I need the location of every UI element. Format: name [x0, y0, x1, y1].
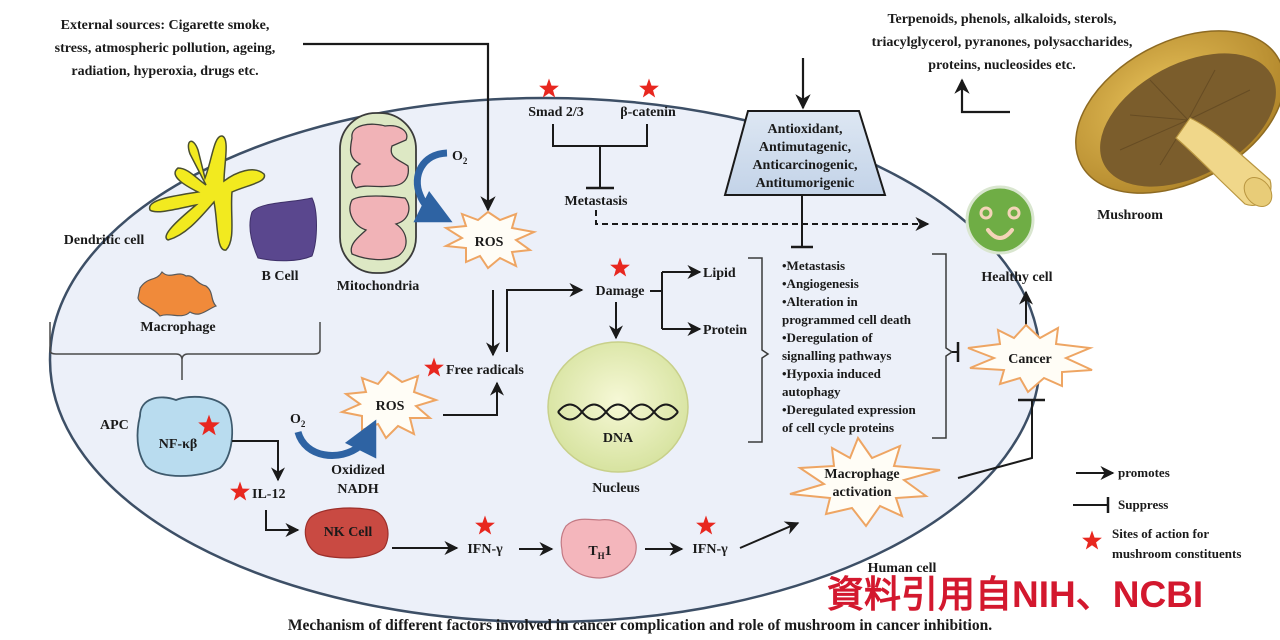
legend-promotes-label: promotes — [1118, 465, 1170, 480]
free-radicals-to-damage-arrow — [506, 283, 584, 352]
legend-sites-label-1: Sites of action for — [1112, 526, 1209, 541]
hallmarks-left-brace — [748, 257, 770, 443]
nadh-label: NADH — [337, 482, 378, 497]
star-marker-smad — [539, 78, 559, 98]
mushroom-illustration — [1075, 30, 1280, 207]
svg-text:radiation, hyperoxia, drugs et: radiation, hyperoxia, drugs etc. — [71, 64, 258, 79]
macrophage-label: Macrophage — [140, 320, 215, 335]
apc-label: APC — [100, 418, 129, 433]
legend-sites-label-2: mushroom constituents — [1112, 546, 1241, 561]
source-watermark: 資料引用自NIH、NCBI — [827, 574, 1203, 615]
svg-text:Antitumorigenic: Antitumorigenic — [756, 176, 855, 191]
star-marker-beta-catenin — [639, 78, 659, 98]
mushroom-constituents-text: Terpenoids, phenols, alkaloids, sterols,… — [872, 12, 1133, 73]
o2-label-lower: O2 — [290, 412, 306, 429]
nk-cell-shape — [304, 507, 389, 559]
metastasis-to-healthy-dashed-arrow — [595, 210, 930, 231]
dendritic-cell-label: Dendritic cell — [64, 233, 145, 248]
nucleus-shape — [547, 341, 689, 473]
ros-label-upper: ROS — [475, 235, 504, 250]
macrophage-activation-burst — [789, 435, 941, 528]
mushroom-label: Mushroom — [1097, 208, 1163, 223]
b-cell-shape — [249, 197, 317, 262]
svg-text:signalling pathways: signalling pathways — [782, 348, 891, 363]
smad-label: Smad 2/3 — [528, 105, 584, 120]
healthy-cell-smiley-icon — [965, 185, 1035, 255]
svg-text:•Metastasis: •Metastasis — [782, 258, 845, 273]
ifn-to-macrophage-activation-arrow — [739, 521, 800, 549]
svg-text:Antimutagenic,: Antimutagenic, — [759, 140, 851, 155]
th1-label: TH1 — [588, 544, 611, 561]
damage-branch-arrows — [650, 271, 698, 330]
il12-to-nk-arrow — [265, 510, 300, 537]
smad-catenin-suppress-metastasis — [552, 124, 648, 190]
hallmarks-suppress-cancer — [952, 342, 960, 362]
svg-text:•Alteration in: •Alteration in — [782, 294, 858, 309]
svg-text:proteins, nucleosides etc.: proteins, nucleosides etc. — [928, 58, 1076, 73]
svg-text:Antioxidant,: Antioxidant, — [767, 122, 842, 137]
svg-text:•Deregulation of: •Deregulation of — [782, 330, 873, 345]
ros-label-lower: ROS — [376, 399, 405, 414]
damage-label: Damage — [596, 284, 645, 299]
metastasis-label: Metastasis — [565, 194, 629, 209]
nucleus-label: Nucleus — [592, 481, 640, 496]
human-cell-label: Human cell — [868, 561, 937, 576]
b-cell-label: B Cell — [262, 269, 299, 284]
svg-text:of cell cycle proteins: of cell cycle proteins — [782, 420, 894, 435]
nfkb-label: NF-κβ — [159, 437, 197, 452]
mushroom-effects-box: Antioxidant, Antimutagenic, Anticarcinog… — [723, 110, 887, 196]
ifn-gamma-label-1: IFN-γ — [467, 542, 503, 557]
mitochondria-shape — [339, 112, 417, 274]
svg-text:programmed cell death: programmed cell death — [782, 312, 912, 327]
cancer-burst — [967, 323, 1094, 394]
ifn-gamma-label-2: IFN-γ — [692, 542, 728, 557]
svg-text:•Deregulated expression: •Deregulated expression — [782, 402, 916, 417]
human-cell-membrane — [48, 96, 1042, 624]
protein-label: Protein — [703, 323, 747, 338]
hallmarks-list: •Metastasis •Angiogenesis •Alteration in… — [782, 258, 916, 435]
macrophage-suppress-cancer — [957, 398, 1045, 479]
legend-suppress-label: Suppress — [1118, 497, 1168, 512]
healthy-cell-label: Healthy cell — [981, 270, 1052, 285]
external-to-ros-arrow — [303, 42, 496, 212]
o2-curved-arrow-lower — [294, 419, 377, 459]
svg-text:triacylglycerol, pyranones, po: triacylglycerol, pyranones, polysacchari… — [872, 35, 1133, 50]
svg-text:Terpenoids, phenols, alkaloids: Terpenoids, phenols, alkaloids, sterols, — [887, 12, 1116, 27]
apc-to-il12-arrow — [232, 440, 285, 482]
svg-text:Anticarcinogenic,: Anticarcinogenic, — [752, 158, 857, 173]
svg-text:•Hypoxia induced: •Hypoxia induced — [782, 366, 882, 381]
o2-label-upper: O2 — [452, 149, 468, 166]
external-sources-text: External sources: Cigarette smoke, stres… — [55, 18, 276, 79]
svg-text:External sources: Cigarette sm: External sources: Cigarette smoke, — [61, 18, 270, 33]
macrophage-activation-label-2: activation — [832, 485, 891, 500]
svg-text:autophagy: autophagy — [782, 384, 841, 399]
legend-star-icon — [1082, 530, 1102, 550]
dna-helix-icon — [557, 403, 679, 421]
legend: promotes Suppress Sites of action for mu… — [1073, 465, 1241, 561]
free-radicals-label: Free radicals — [446, 363, 524, 378]
macrophage-shape — [137, 271, 218, 317]
macrophage-activation-label-1: Macrophage — [824, 467, 899, 482]
beta-catenin-label: β-catenin — [620, 105, 676, 120]
svg-text:•Angiogenesis: •Angiogenesis — [782, 276, 859, 291]
effects-suppress-hallmarks — [791, 196, 813, 249]
mushroom-to-constituents-arrow — [954, 78, 1010, 114]
figure-caption: Mechanism of different factors involved … — [288, 617, 992, 634]
ros-lower-to-free-radicals-arrow — [443, 381, 504, 416]
cancer-label: Cancer — [1008, 352, 1052, 367]
nk-cell-label: NK Cell — [324, 525, 373, 540]
dendritic-cell-shape — [149, 135, 266, 251]
ros-burst-upper — [442, 210, 538, 270]
lipid-label: Lipid — [703, 266, 736, 281]
svg-text:stress, atmospheric pollution,: stress, atmospheric pollution, ageing, — [55, 41, 276, 56]
oxidized-label: Oxidized — [331, 463, 385, 478]
dna-label: DNA — [603, 431, 634, 446]
il12-label: IL-12 — [252, 487, 285, 502]
o2-curved-arrow-upper — [413, 149, 453, 223]
th1-cell-shape — [560, 518, 637, 579]
mitochondria-label: Mitochondria — [337, 279, 419, 294]
